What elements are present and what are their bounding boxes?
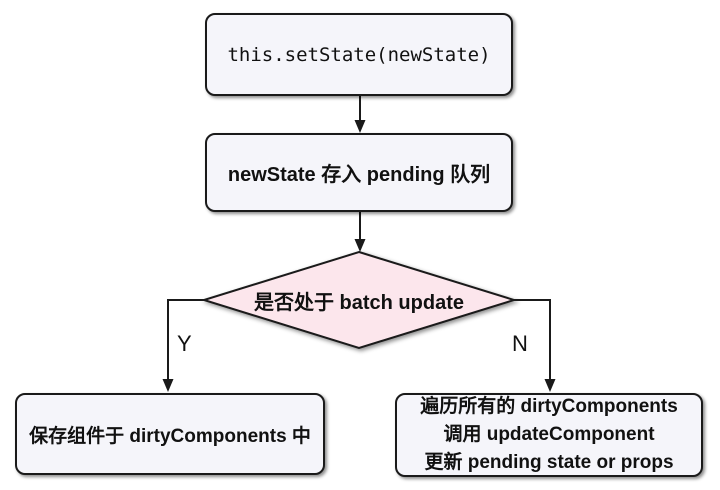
process-line-3: 更新 pending state or props — [424, 452, 674, 473]
decision-diamond-shape — [200, 250, 518, 350]
node-save-dirty-components: 保存组件于 dirtyComponents 中 — [15, 393, 325, 475]
arrowhead-pending-to-decision — [354, 239, 366, 252]
edge-decision-yes — [167, 299, 204, 380]
node-batch-update-decision-label: 是否处于 batch update — [253, 291, 464, 314]
node-set-state-label: this.setState(newState) — [227, 43, 491, 66]
arrowhead-decision-no — [544, 379, 556, 392]
arrowhead-decision-yes — [162, 379, 174, 392]
node-process-dirty-components: 遍历所有的 dirtyComponents 调用 updateComponent… — [395, 393, 703, 477]
node-pending-queue-label: newState 存入 pending 队列 — [227, 164, 491, 186]
arrowhead-setstate-to-pending — [354, 120, 366, 133]
node-save-dirty-components-label: 保存组件于 dirtyComponents 中 — [29, 425, 311, 447]
branch-label-no: N — [512, 331, 528, 356]
edge-decision-no — [514, 299, 551, 380]
process-line-2: 调用 updateComponent — [443, 424, 655, 445]
branch-label-yes: Y — [177, 331, 192, 356]
node-pending-queue: newState 存入 pending 队列 — [205, 133, 513, 212]
node-set-state: this.setState(newState) — [205, 13, 513, 96]
node-batch-update-decision: 是否处于 batch update — [204, 252, 514, 348]
process-line-1: 遍历所有的 dirtyComponents — [420, 396, 678, 417]
